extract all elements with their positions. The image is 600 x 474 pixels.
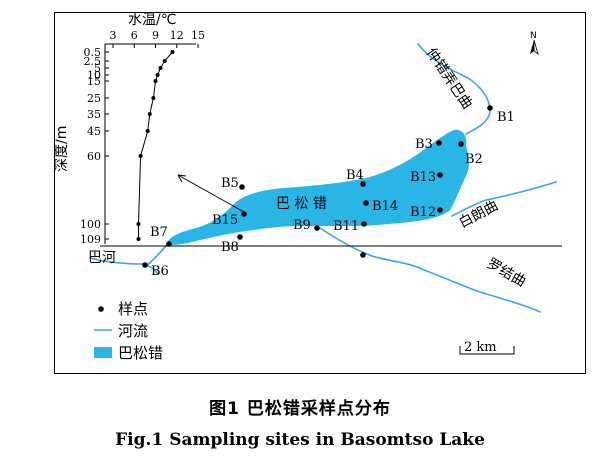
site-label: B15 bbox=[212, 213, 238, 228]
profile-axes bbox=[104, 43, 196, 244]
profile-xlabel: 水温/℃ bbox=[128, 12, 176, 28]
site-marker bbox=[142, 262, 148, 268]
legend-lake-symbol bbox=[94, 347, 112, 358]
river-bailang bbox=[451, 181, 557, 217]
site-marker bbox=[487, 105, 493, 111]
profile-point bbox=[158, 66, 163, 70]
profile-point bbox=[151, 96, 156, 100]
site-label: B1 bbox=[497, 110, 515, 125]
scale-bar: 2 km bbox=[459, 340, 515, 355]
profile-point bbox=[155, 73, 160, 77]
profile-y-tick-label: 25 bbox=[87, 92, 101, 105]
site-label: B3 bbox=[415, 137, 433, 152]
direction-arrow bbox=[177, 174, 245, 213]
site-marker bbox=[361, 221, 367, 227]
site-marker bbox=[360, 252, 366, 258]
profile-point bbox=[138, 154, 143, 158]
legend: 样点 河流 巴松错 bbox=[94, 300, 163, 362]
profile-y-tick-label: 2.5 bbox=[84, 55, 102, 68]
site-marker bbox=[237, 234, 243, 240]
lake-basomtso bbox=[166, 129, 469, 245]
site-label: B5 bbox=[221, 176, 239, 191]
profile-x-tick-label: 6 bbox=[131, 29, 138, 42]
figure-caption-en: Fig.1 Sampling sites in Basomtso Lake bbox=[115, 430, 485, 450]
profile-y-tick-label: 45 bbox=[87, 125, 101, 138]
north-arrow-icon: N bbox=[530, 31, 539, 56]
profile-x-tick-label: 12 bbox=[170, 29, 184, 42]
site-label: B2 bbox=[465, 152, 483, 167]
site-label: B7 bbox=[150, 225, 168, 240]
site-label: B4 bbox=[346, 168, 364, 183]
river-luojie-label: 罗结曲 bbox=[484, 256, 528, 291]
site-label: B8 bbox=[221, 240, 239, 255]
site-label: B9 bbox=[293, 218, 311, 233]
profile-x-tick-label: 9 bbox=[152, 29, 159, 42]
profile-points bbox=[136, 50, 175, 241]
profile-ylabel: 深度/m bbox=[54, 126, 70, 172]
legend-site-label: 样点 bbox=[118, 300, 148, 318]
river-ba-label: 巴河 bbox=[88, 250, 116, 266]
scale-bar-label: 2 km bbox=[464, 340, 497, 355]
north-label: N bbox=[530, 31, 537, 41]
site-marker bbox=[458, 141, 464, 147]
profile-point bbox=[136, 222, 141, 226]
site-marker bbox=[437, 172, 443, 178]
profile-y-tick-label: 60 bbox=[87, 150, 101, 163]
river-ba bbox=[89, 257, 159, 275]
site-marker bbox=[363, 200, 369, 206]
profile-y-tick-label: 0.5 bbox=[84, 46, 102, 59]
profile-x-tick-label: 3 bbox=[110, 29, 117, 42]
profile-point bbox=[147, 112, 152, 116]
river-zhongcuo-label: 仲错弄巴曲 bbox=[423, 45, 475, 112]
profile-y-tick-label: 100 bbox=[80, 218, 101, 231]
profile-point bbox=[153, 79, 158, 83]
profile-x-tick-label: 15 bbox=[191, 29, 205, 42]
river-ba-upper bbox=[145, 243, 169, 267]
profile-y-tick-label: 10 bbox=[87, 69, 101, 82]
site-marker bbox=[241, 211, 247, 217]
figure-caption-cn: 图1 巴松错采样点分布 bbox=[209, 399, 391, 419]
site-marker bbox=[166, 241, 172, 247]
profile-y-tick-label: 5 bbox=[94, 62, 101, 75]
legend-river-label: 河流 bbox=[118, 322, 148, 340]
site-marker bbox=[314, 225, 320, 231]
site-marker bbox=[239, 184, 245, 190]
site-label: B6 bbox=[151, 264, 169, 279]
site-label: B13 bbox=[410, 170, 436, 185]
river-zhongcuo bbox=[417, 43, 491, 135]
figure-frame bbox=[54, 12, 586, 374]
site-label: B12 bbox=[410, 205, 436, 220]
legend-site-symbol bbox=[98, 306, 104, 312]
profile-y-tick-label: 35 bbox=[87, 108, 101, 121]
profile-point bbox=[136, 237, 141, 241]
profile-x-ticks: 3 6 9 12 15 bbox=[110, 29, 205, 48]
profile-point bbox=[145, 129, 150, 133]
profile-y-tick-label: 15 bbox=[87, 75, 101, 88]
lake-name-label: 巴 松 错 bbox=[276, 196, 327, 212]
profile-point bbox=[162, 59, 167, 63]
river-luojie bbox=[319, 227, 541, 313]
site-label: B14 bbox=[372, 199, 398, 214]
profile-y-tick-label: 109 bbox=[80, 233, 101, 246]
legend-lake-label: 巴松错 bbox=[118, 344, 163, 362]
site-marker bbox=[436, 140, 442, 146]
site-label: B11 bbox=[333, 219, 359, 234]
site-marker bbox=[437, 207, 443, 213]
profile-point bbox=[170, 50, 175, 54]
site-marker bbox=[360, 181, 366, 187]
